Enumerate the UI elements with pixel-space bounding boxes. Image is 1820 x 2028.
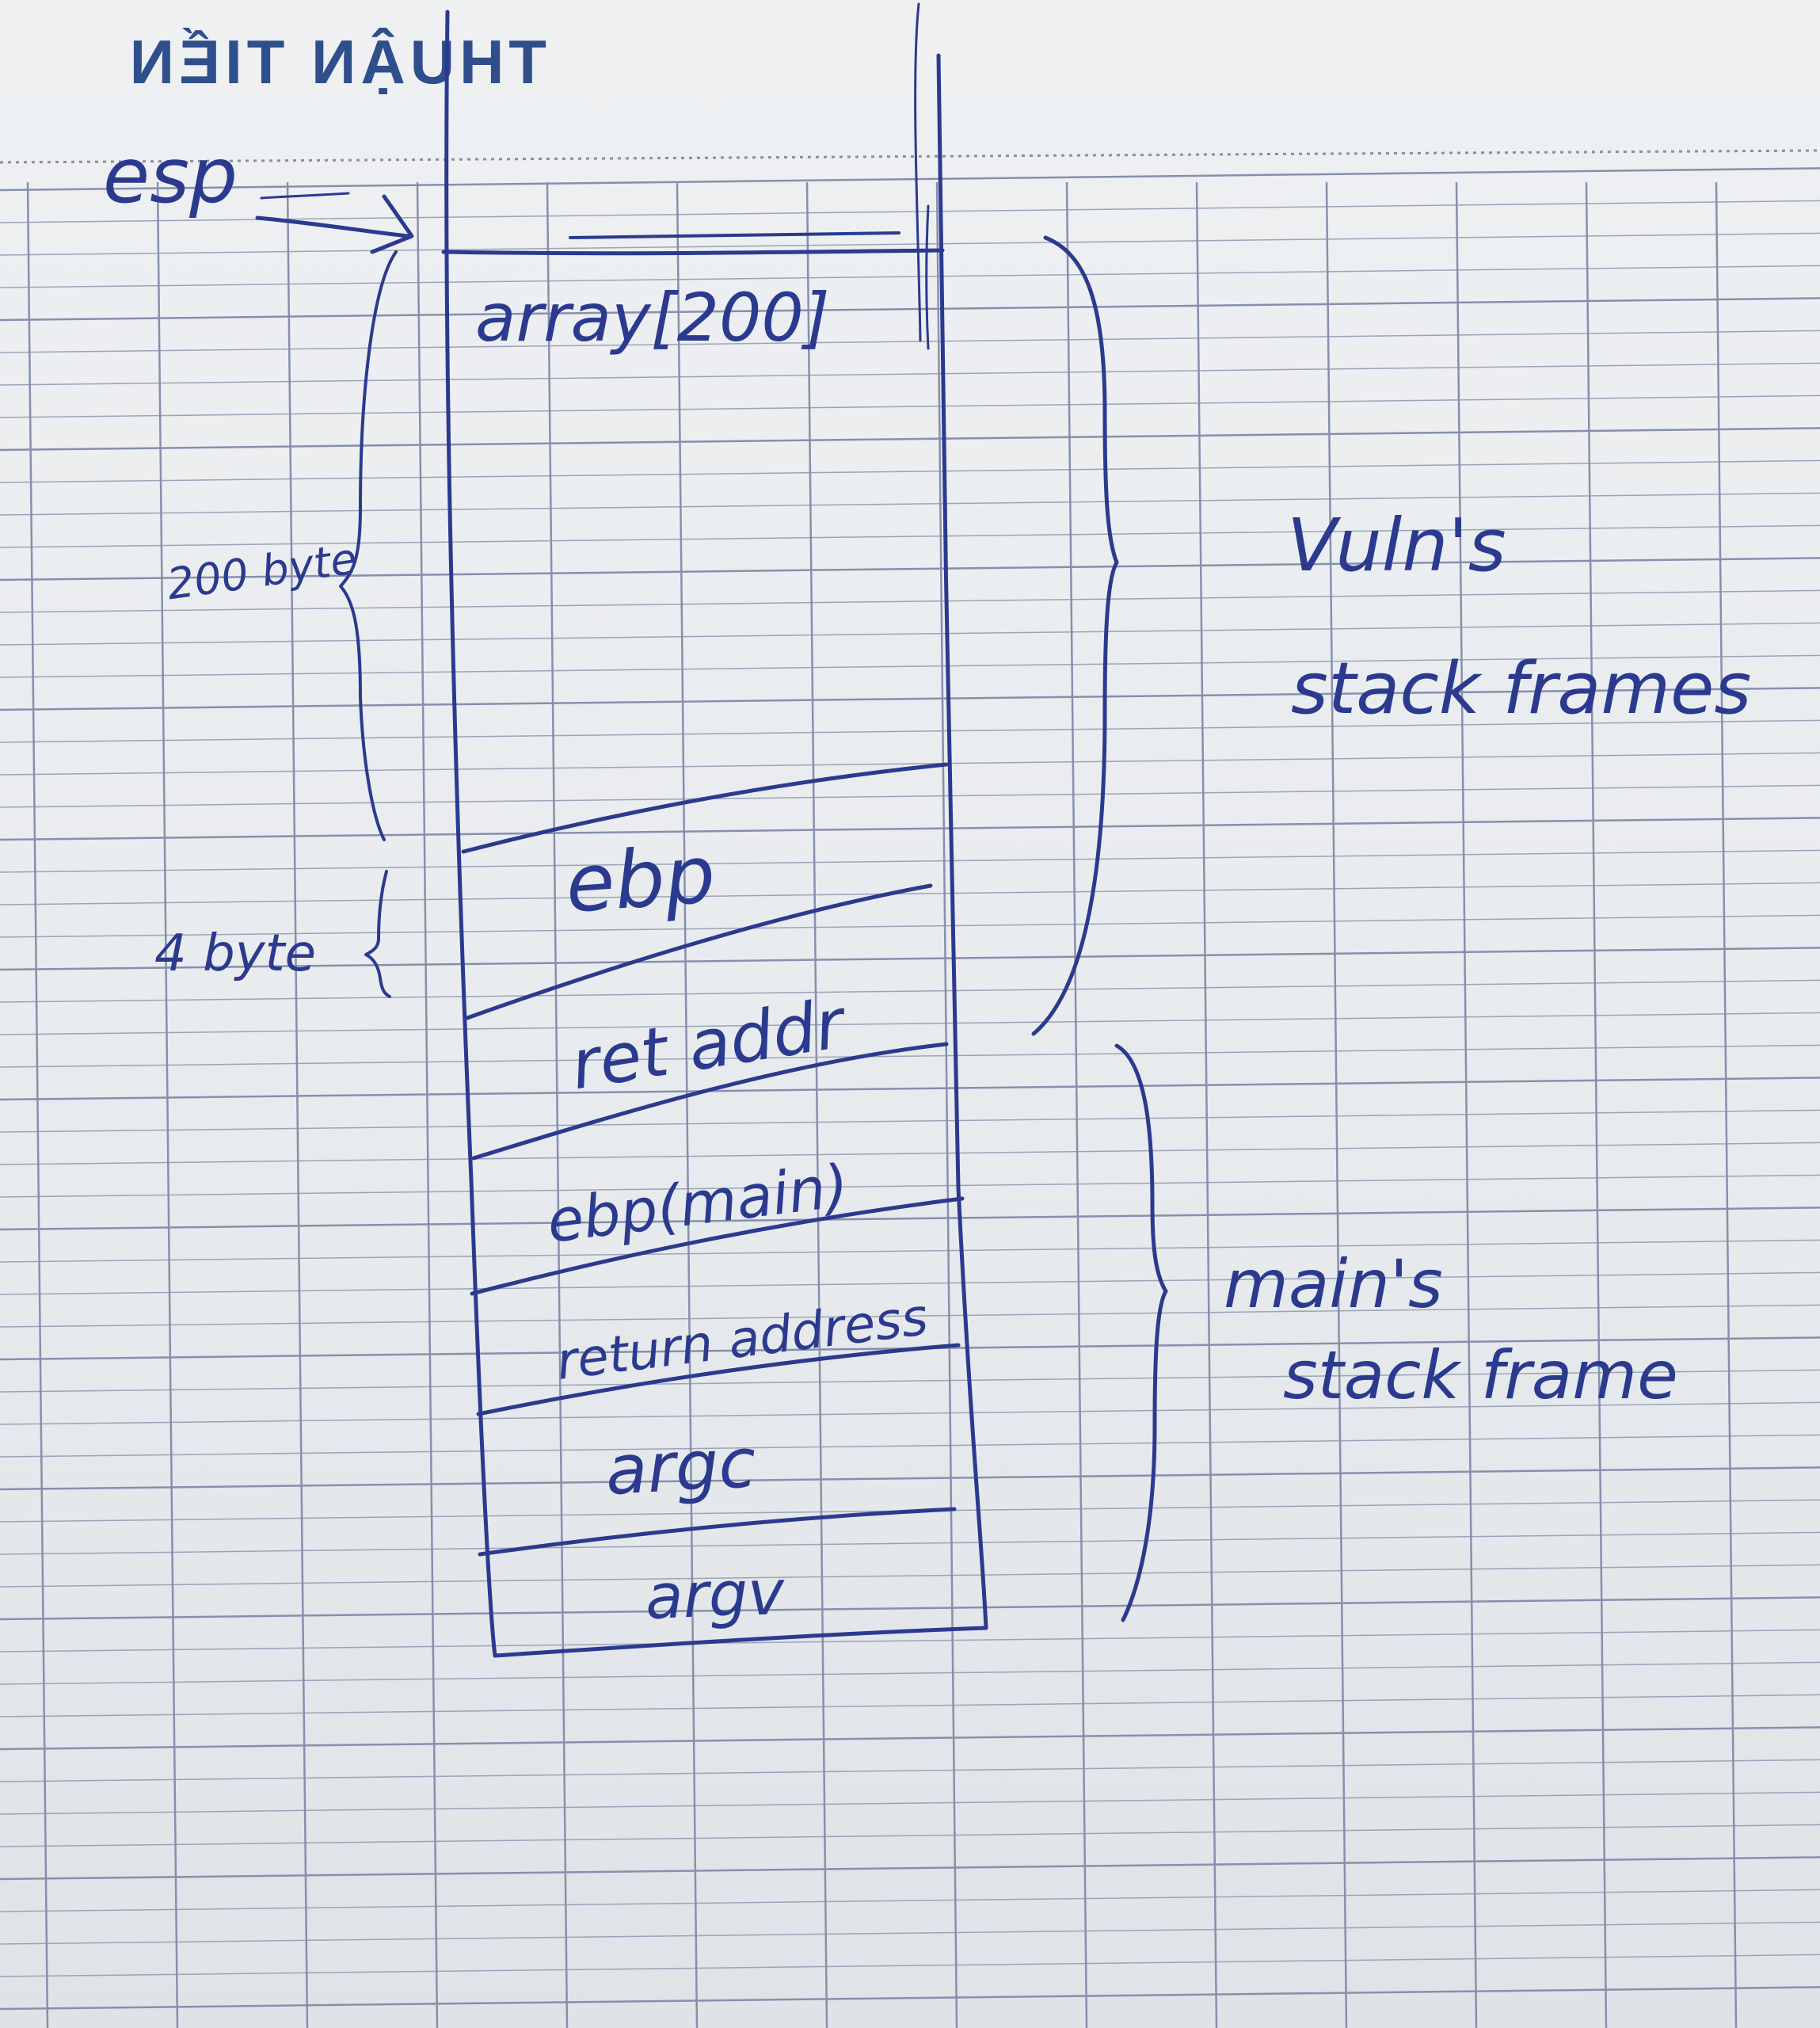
grid-line — [0, 882, 1820, 905]
grid-line — [676, 181, 699, 2028]
grid-line — [0, 1044, 1820, 1068]
grid-line — [0, 589, 1820, 613]
grid-line — [0, 149, 1820, 164]
grid-line — [0, 459, 1820, 483]
grid-line — [0, 1012, 1820, 1035]
grid-line — [0, 1401, 1820, 1425]
grid-line — [0, 784, 1820, 808]
grid-line — [0, 492, 1820, 516]
grid-line — [0, 1759, 1820, 1782]
grid-line — [0, 524, 1820, 548]
grid-line — [0, 1596, 1820, 1621]
grid-line — [546, 181, 569, 2028]
grid-line — [935, 181, 958, 2028]
grid-line — [0, 1629, 1820, 1653]
grid-line — [0, 1661, 1820, 1685]
vuln-frame-label-line1: Vuln's — [1287, 503, 1506, 588]
grid-line — [0, 1954, 1820, 1977]
grid-line — [0, 1077, 1820, 1101]
size-4-label: 4 byte — [154, 924, 316, 983]
cell-separators — [461, 762, 965, 1557]
grid-line — [0, 395, 1820, 418]
grid-line — [0, 1174, 1820, 1198]
grid-line — [0, 330, 1820, 353]
grid-line — [0, 297, 1820, 322]
grid-line — [0, 1239, 1820, 1263]
grid-line — [0, 1726, 1820, 1751]
grid-line — [0, 1304, 1820, 1328]
main-frame-label-line2: stack frame — [1283, 1336, 1678, 1414]
grid-line — [0, 1109, 1820, 1133]
grid-line — [1065, 181, 1088, 2028]
grid-line — [156, 181, 179, 2028]
grid-line — [0, 849, 1820, 873]
cell-ret-addr-label: ret addr — [565, 984, 853, 1106]
grid-line — [1585, 181, 1608, 2028]
grid-line — [1455, 181, 1478, 2028]
grid-line — [0, 687, 1820, 711]
grid-line — [1715, 181, 1738, 2028]
size-braces: 200 byte 4 byte — [154, 250, 398, 998]
grid-line — [0, 427, 1820, 452]
grid-line — [416, 181, 439, 2028]
cell-argv-label: argv — [644, 1557, 786, 1633]
grid-line — [0, 1271, 1820, 1295]
grid-line — [0, 232, 1820, 256]
cell-argc-label: argc — [603, 1424, 758, 1511]
esp-pointer: esp — [103, 132, 414, 254]
stack-outline — [441, 2, 988, 1658]
grid-line — [0, 1791, 1820, 1815]
grid-line — [0, 1856, 1820, 1881]
grid-line — [0, 1531, 1820, 1555]
grid-line — [0, 1434, 1820, 1458]
grid-line — [0, 1142, 1820, 1165]
stack-cells: array[200] ebp ret addr ebp(main) return… — [475, 279, 931, 1633]
grid-line — [0, 654, 1820, 678]
grid-line — [805, 181, 828, 2028]
grid-line — [1325, 181, 1348, 2028]
vuln-frame-label-line2: stack frames — [1291, 647, 1751, 730]
grid-line — [286, 181, 309, 2028]
grid-line — [0, 1564, 1820, 1588]
grid-line — [0, 1369, 1820, 1393]
grid-line — [0, 817, 1820, 841]
grid-line — [0, 1986, 1820, 2011]
grid-line — [0, 914, 1820, 938]
esp-label: esp — [103, 132, 238, 220]
cell-return-address-label: return address — [554, 1288, 931, 1392]
grid-line — [0, 719, 1820, 743]
grid-line — [0, 265, 1820, 288]
grid-line — [0, 167, 1820, 192]
frame-labels: Vuln's stack frames main's stack frame — [1224, 503, 1751, 1414]
cell-array-label: array[200] — [475, 279, 830, 356]
grid-line — [0, 1889, 1820, 1912]
grid-line — [0, 979, 1820, 1003]
grid-line — [0, 557, 1820, 581]
main-frame-label-line1: main's — [1224, 1245, 1443, 1323]
grid-line — [0, 1694, 1820, 1717]
cell-ebp-label: ebp — [562, 828, 718, 931]
notebook-grid — [0, 149, 1820, 2028]
grid-line — [0, 1921, 1820, 1945]
grid-line — [0, 1466, 1820, 1491]
brand-text: THUẬN TIẾN — [125, 27, 546, 97]
grid-line — [0, 622, 1820, 646]
grid-line — [0, 362, 1820, 386]
grid-line — [0, 200, 1820, 223]
grid-line — [0, 947, 1820, 971]
grid-line — [26, 181, 49, 2028]
grid-line — [0, 752, 1820, 776]
grid-line — [0, 1207, 1820, 1231]
frame-braces — [1031, 235, 1168, 1622]
brand-logo: THUẬN TIẾN — [125, 27, 546, 97]
grid-line — [0, 1824, 1820, 1847]
grid-line — [1195, 181, 1218, 2028]
